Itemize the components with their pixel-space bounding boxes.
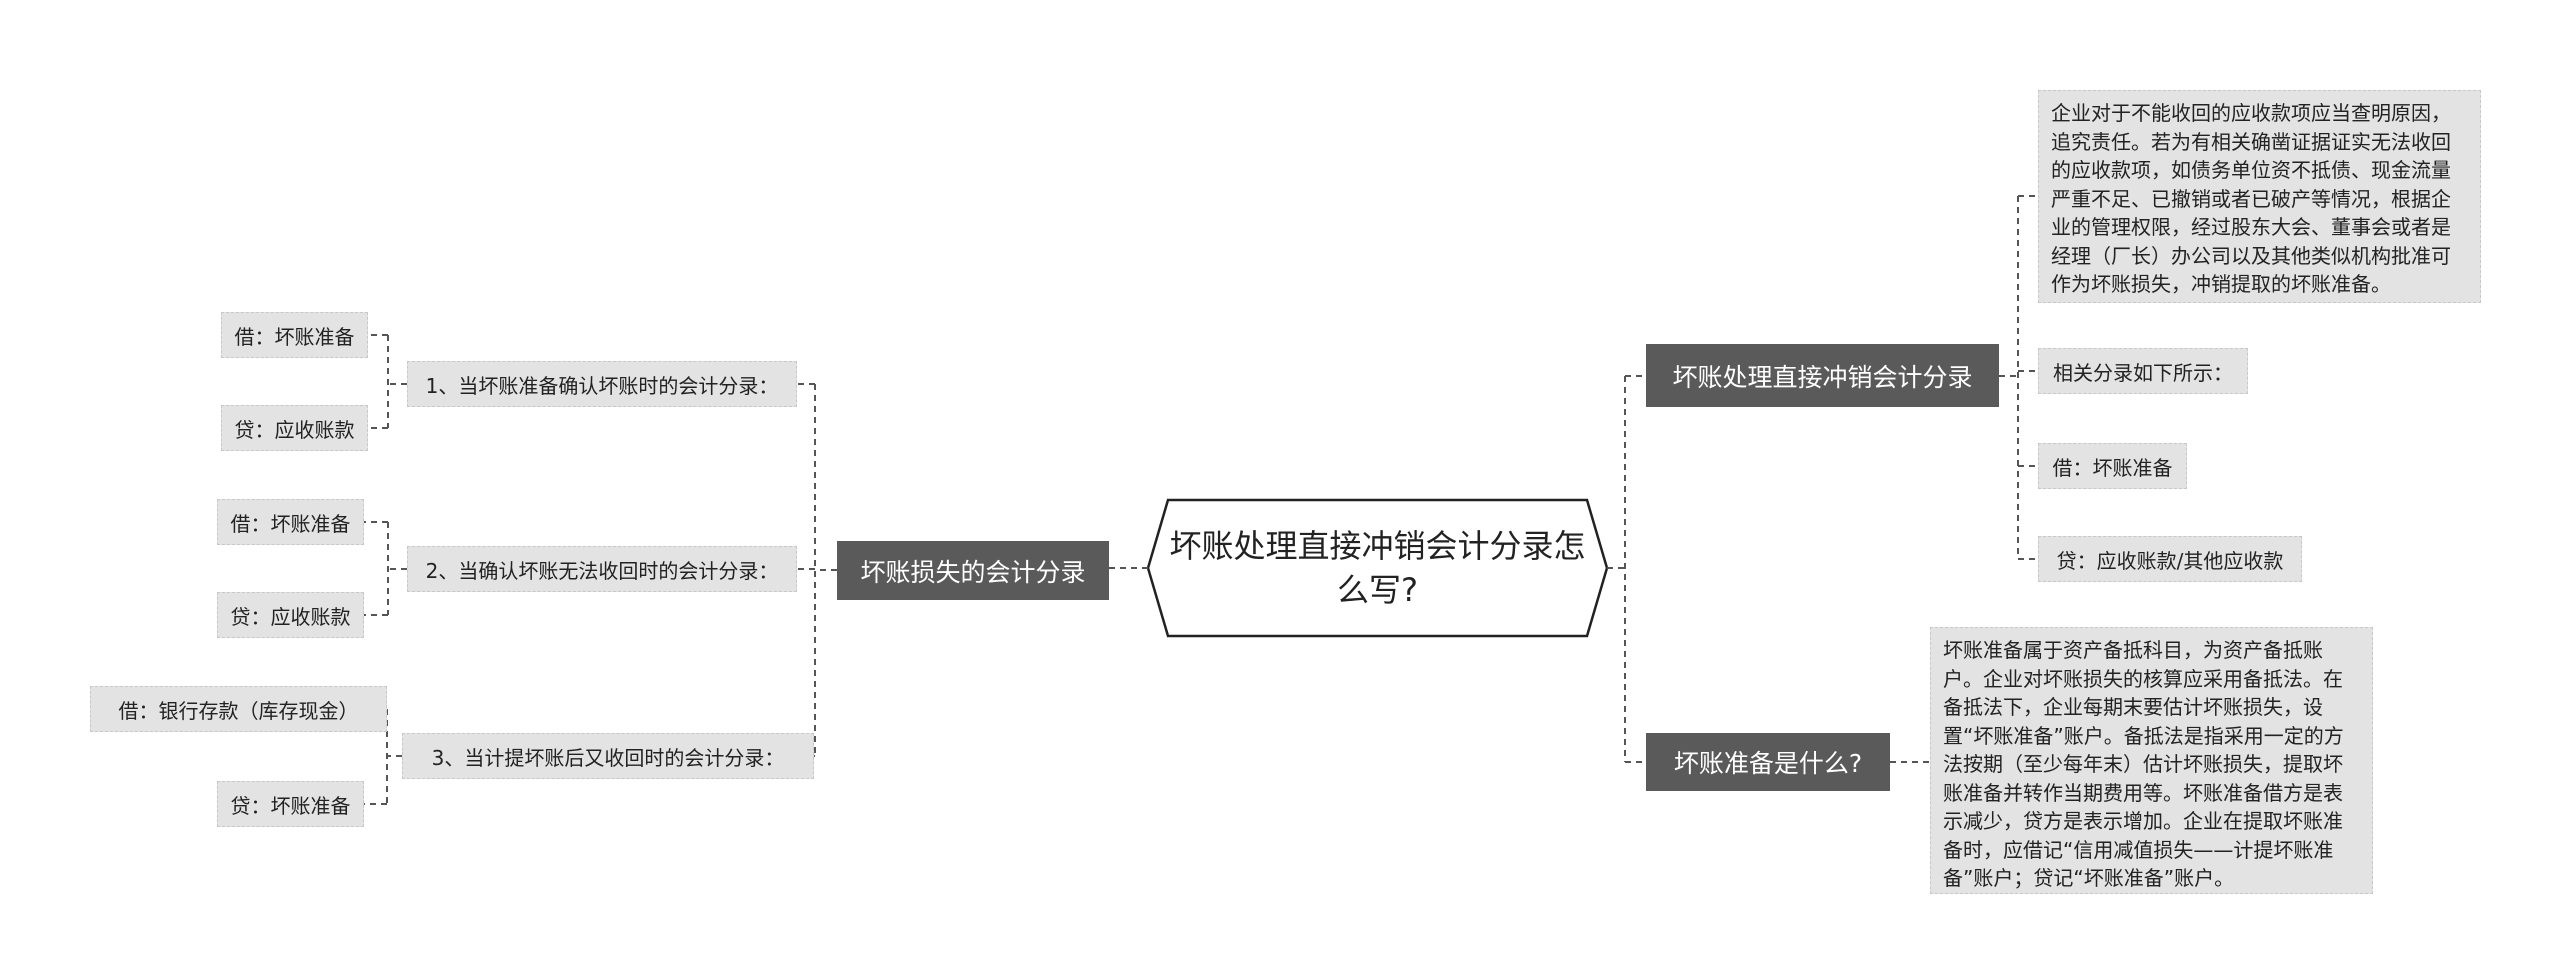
leaf-label: 贷：应收账款 [234, 417, 355, 442]
leaf-label: 借：坏账准备 [234, 324, 355, 349]
right-leaf[interactable]: 相关分录如下所示： [2038, 348, 2248, 394]
left-group-3[interactable]: 3、当计提坏账后又收回时的会计分录： [402, 733, 814, 779]
right-paragraph-1[interactable]: 企业对于不能收回的应收款项应当查明原因，追究责任。若为有相关确凿证据证实无法收回… [2038, 90, 2481, 303]
right-paragraph-2[interactable]: 坏账准备属于资产备抵科目，为资产备抵账户。企业对坏账损失的核算应采用备抵法。在备… [1930, 627, 2373, 894]
left-group-2[interactable]: 2、当确认坏账无法收回时的会计分录： [407, 546, 797, 592]
central-topic[interactable]: 坏账处理直接冲销会计分录怎么写? [1168, 500, 1587, 636]
left-leaf[interactable]: 借：坏账准备 [221, 312, 368, 358]
left-leaf[interactable]: 贷：坏账准备 [217, 781, 364, 827]
branch-label: 坏账损失的会计分录 [860, 557, 1086, 587]
left-leaf[interactable]: 借：坏账准备 [217, 499, 364, 545]
branch-label: 坏账处理直接冲销会计分录 [1672, 362, 1973, 392]
leaf-label: 贷：坏账准备 [230, 793, 351, 818]
leaf-label: 借：坏账准备 [2052, 455, 2173, 480]
paragraph-text: 坏账准备属于资产备抵科目，为资产备抵账户。企业对坏账损失的核算应采用备抵法。在备… [1943, 638, 2344, 890]
group-label: 3、当计提坏账后又收回时的会计分录： [431, 745, 785, 770]
leaf-label: 借：坏账准备 [230, 511, 351, 536]
leaf-label: 借：银行存款（库存现金） [118, 698, 359, 723]
leaf-label: 相关分录如下所示： [2053, 360, 2233, 385]
paragraph-text: 企业对于不能收回的应收款项应当查明原因，追究责任。若为有相关确凿证据证实无法收回… [2051, 101, 2451, 296]
group-label: 2、当确认坏账无法收回时的会计分录： [425, 558, 779, 583]
group-label: 1、当坏账准备确认坏账时的会计分录： [425, 373, 779, 398]
left-leaf[interactable]: 贷：应收账款 [217, 592, 364, 638]
leaf-label: 贷：应收账款 [230, 604, 351, 629]
branch-label: 坏账准备是什么? [1673, 749, 1863, 778]
branch-bad-debt-loss-entries[interactable]: 坏账损失的会计分录 [837, 541, 1109, 600]
left-leaf[interactable]: 贷：应收账款 [221, 405, 368, 451]
central-topic-label: 坏账处理直接冲销会计分录怎么写? [1169, 527, 1586, 609]
leaf-label: 贷：应收账款/其他应收款 [2056, 548, 2284, 573]
branch-what-is-bad-debt-reserve[interactable]: 坏账准备是什么? [1646, 733, 1890, 791]
right-leaf[interactable]: 贷：应收账款/其他应收款 [2038, 536, 2302, 582]
right-leaf[interactable]: 借：坏账准备 [2038, 443, 2187, 489]
branch-direct-writeoff-entries[interactable]: 坏账处理直接冲销会计分录 [1646, 344, 1999, 407]
left-leaf[interactable]: 借：银行存款（库存现金） [90, 686, 387, 732]
left-group-1[interactable]: 1、当坏账准备确认坏账时的会计分录： [407, 361, 797, 407]
